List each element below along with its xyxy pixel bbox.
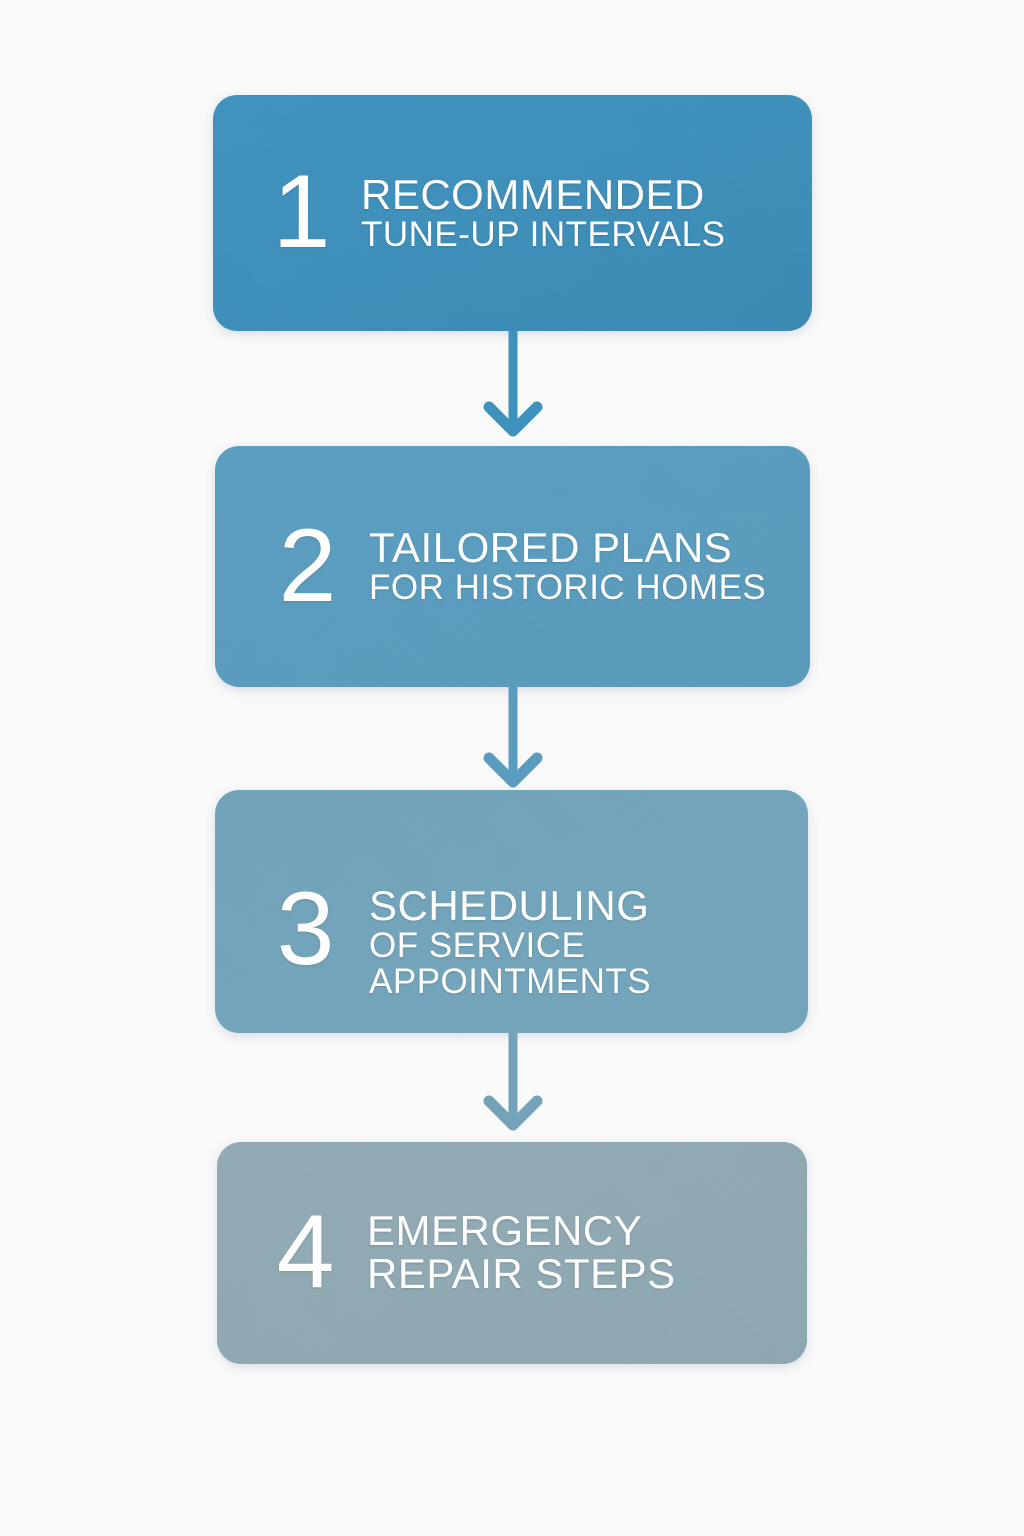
step-3-label-line-3: Appointments: [369, 961, 652, 1001]
step-2-number: 2: [278, 507, 337, 624]
step-2-label-line-1: Tailored Plans: [369, 524, 733, 572]
step-2-label-group: Tailored Plans For Historic Homes: [369, 524, 810, 608]
step-2-label-line-2: For Historic Homes: [369, 568, 767, 608]
step-1-label-line-2: Tune-Up Intervals: [361, 214, 726, 254]
step-4-number: 4: [276, 1194, 335, 1311]
step-4-label-line-2: Repair Steps: [367, 1249, 676, 1297]
step-2-content: 2 Tailored Plans For Historic Homes: [215, 507, 810, 624]
step-1-number: 1: [272, 154, 331, 271]
flow-step-1[interactable]: 1 Recommended Tune-Up Intervals: [213, 95, 812, 331]
step-3-label-line-2: Of Service: [369, 926, 586, 966]
step-4-content: 4 Emergency Repair Steps: [217, 1194, 807, 1311]
step-3-label-group: Scheduling Of Service Appointments: [369, 882, 808, 1001]
flow-step-2[interactable]: 2 Tailored Plans For Historic Homes: [215, 446, 810, 687]
flow-step-4[interactable]: 4 Emergency Repair Steps: [217, 1142, 807, 1364]
step-3-content: 3 Scheduling Of Service Appointments: [215, 823, 808, 999]
connector-arrow-1-to-2: [483, 331, 543, 437]
step-1-label-group: Recommended Tune-Up Intervals: [361, 170, 812, 254]
flow-step-3[interactable]: 3 Scheduling Of Service Appointments: [215, 790, 808, 1033]
step-3-label-line-1: Scheduling: [369, 882, 650, 930]
step-4-label-line-1: Emergency: [367, 1207, 643, 1255]
connector-arrow-3-to-4: [483, 1033, 543, 1131]
connector-arrow-2-to-3: [483, 687, 543, 788]
step-1-label-line-1: Recommended: [361, 170, 705, 218]
step-1-content: 1 Recommended Tune-Up Intervals: [213, 154, 812, 271]
step-4-label-group: Emergency Repair Steps: [367, 1207, 807, 1297]
step-3-number: 3: [276, 871, 335, 988]
